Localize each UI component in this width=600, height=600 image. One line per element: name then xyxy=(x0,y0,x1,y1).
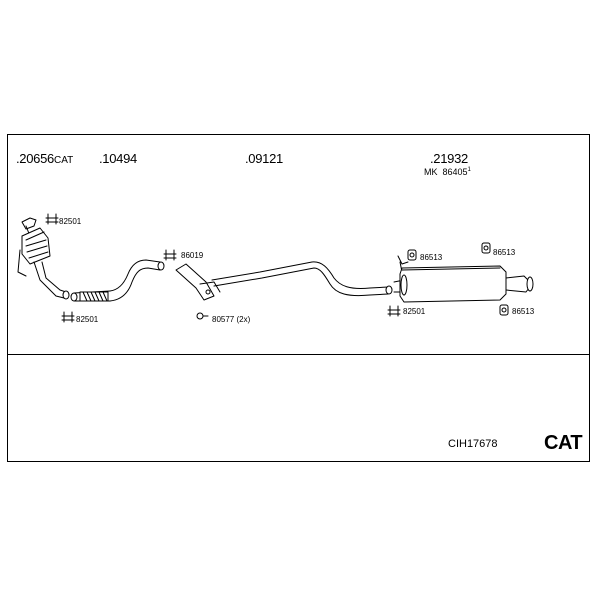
label-clamp-rear: 82501 xyxy=(403,307,426,316)
rubber-hanger-right-bottom-icon xyxy=(499,304,509,316)
mounting-kit-number: 86405 xyxy=(442,167,468,177)
rubber-hanger-left-icon xyxy=(407,249,417,261)
kit-code: CIH17678 xyxy=(448,438,498,450)
catalytic-converter xyxy=(17,217,70,300)
middle-flange xyxy=(175,263,221,301)
part-number-catalyst: .20656 xyxy=(16,151,54,166)
middle-pipe xyxy=(211,261,393,297)
hanger-mid-icon xyxy=(163,249,177,261)
frame-divider xyxy=(7,354,590,355)
cat-badge: CAT xyxy=(544,432,583,454)
rear-silencer xyxy=(393,255,534,303)
front-pipe-flex xyxy=(70,259,165,302)
label-rubber-left: 86513 xyxy=(420,253,443,262)
part-number-front-pipe: .10494 xyxy=(99,151,137,166)
mounting-kit-mark: 1 xyxy=(467,167,471,173)
clamp-rear-icon xyxy=(387,305,401,317)
label-rubber-right-top: 86513 xyxy=(493,248,516,257)
part-suffix-catalyst: CAT xyxy=(53,155,74,166)
part-label-catalyst: .20656CAT xyxy=(16,151,73,166)
part-number-rear-silencer: .21932 xyxy=(430,151,468,166)
mounting-kit-line: MK 864051 xyxy=(424,167,471,177)
part-number-middle-pipe: .09121 xyxy=(245,151,283,166)
clamp-bottom-left-icon xyxy=(61,311,75,323)
bolts-icon xyxy=(196,312,209,320)
label-clamp-bottom-left: 82501 xyxy=(76,315,99,324)
label-rubber-right-bottom: 86513 xyxy=(512,307,535,316)
mounting-kit-prefix: MK xyxy=(424,167,438,177)
rubber-hanger-right-top-icon xyxy=(481,242,491,254)
clamp-top-left-icon xyxy=(45,213,59,225)
label-hanger-mid: 86019 xyxy=(181,251,204,260)
label-bolts: 80577 (2x) xyxy=(212,315,251,324)
label-clamp-top-left: 82501 xyxy=(59,217,82,226)
